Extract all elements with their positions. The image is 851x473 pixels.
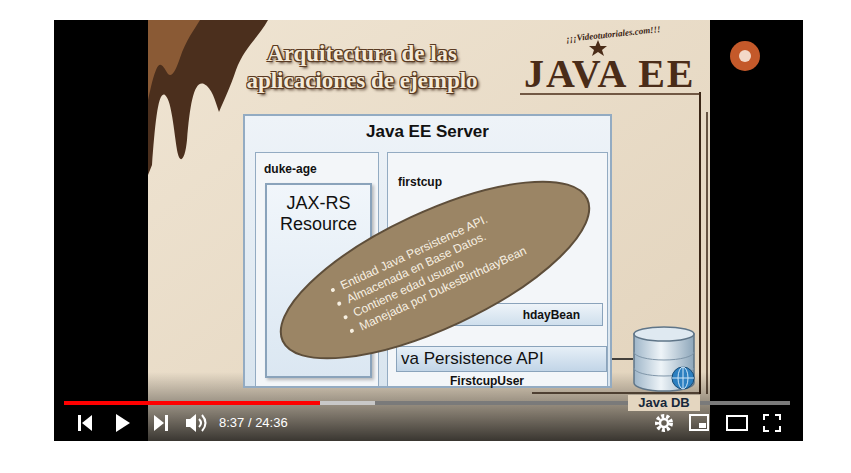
database-outline [634, 327, 694, 341]
database-cylinder: Java DB [628, 326, 700, 414]
decor-line [706, 112, 708, 394]
database-outline [634, 352, 694, 360]
logo-text: JAVA EE [524, 50, 696, 97]
callout-outline [258, 146, 612, 393]
component-label: hdayBean [454, 308, 580, 322]
miniplayer-button [699, 423, 706, 428]
box-heading: duke-age [264, 162, 378, 176]
miniplayer-button [690, 415, 708, 430]
prev-button [78, 415, 81, 431]
prev-button [82, 415, 92, 431]
player-frame [54, 20, 803, 441]
paint-drip [148, 20, 200, 100]
globe-icon [672, 367, 694, 389]
globe-icon [678, 367, 688, 389]
volume-button [199, 419, 201, 427]
box-heading: firstcup [398, 175, 607, 189]
database-outline [633, 326, 695, 392]
globe-icon [672, 367, 694, 389]
decor-line [699, 92, 701, 394]
component-box: va Persistence API FirstcupUser [396, 346, 607, 392]
progress-played [64, 401, 320, 405]
volume-button [202, 415, 206, 431]
fullscreen-button [764, 415, 780, 431]
channel-logo [739, 50, 751, 62]
play-button [116, 414, 130, 432]
database-outline [634, 334, 694, 391]
slide-title: Arquitectura de las aplicaciones de ejem… [212, 40, 512, 94]
settings-button [660, 419, 668, 427]
time-display: 8:37 / 24:36 [219, 415, 288, 430]
box-heading: Java EE Server [245, 122, 610, 142]
next-button [165, 415, 168, 431]
theater-button [727, 416, 747, 430]
volume-button [186, 414, 196, 432]
entity-name: FirstcupUser [450, 374, 607, 388]
component-label: va Persistence API [401, 348, 607, 369]
progress-buffer [64, 401, 375, 405]
next-button [154, 415, 164, 431]
channel-logo [730, 41, 760, 71]
settings-button [657, 416, 671, 430]
database-label: Java DB [628, 395, 700, 411]
component-label: JAX-RS Resource [271, 193, 366, 235]
